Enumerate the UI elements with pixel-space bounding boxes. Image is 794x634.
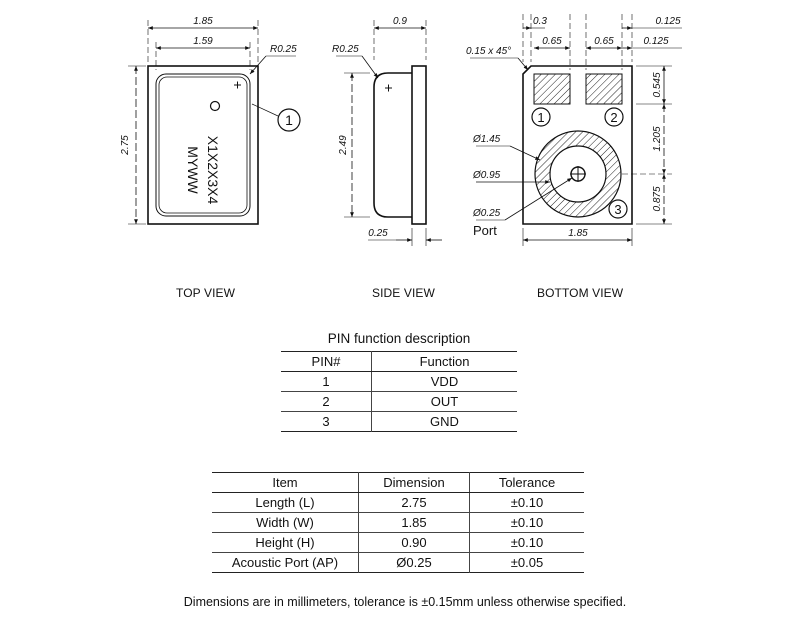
table-cell: VDD — [371, 371, 517, 392]
pin-1-callout — [531, 107, 551, 127]
top-view — [128, 20, 301, 225]
table-row: Height (H) 0.90 ±0.10 — [212, 532, 584, 553]
table-row: Length (L) 2.75 ±0.10 — [212, 492, 584, 513]
bottom-dim-edge-top: 0.125 — [655, 16, 680, 27]
side-view-body — [373, 72, 412, 218]
table-cell: 3 — [281, 411, 372, 432]
table-row: Width (W) 1.85 ±0.10 — [212, 512, 584, 533]
table-cell: ±0.10 — [469, 512, 584, 533]
table-cell: ±0.10 — [469, 532, 584, 553]
port-label: Port — [473, 223, 497, 238]
table-cell: GND — [430, 414, 459, 429]
side-dim-radius: R0.25 — [332, 44, 359, 55]
table-row: Acoustic Port (AP) Ø0.25 ±0.05 — [212, 552, 584, 573]
table-cell: Height (H) — [212, 532, 359, 553]
table-row: 2 OUT — [281, 391, 517, 412]
pin-2-label: 2 — [610, 110, 617, 125]
table-cell: Ø0.25 — [358, 552, 470, 573]
pad-2 — [585, 73, 623, 105]
bottom-dim-chamfer: 0.15 x 45° — [466, 46, 511, 57]
marking-line-1: MYWW — [185, 146, 201, 194]
bottom-dim-outer-ring: Ø1.45 — [472, 134, 501, 145]
table-cell: 0.90 — [358, 532, 470, 553]
top-dim-radius: R0.25 — [270, 44, 297, 55]
bottom-dim-inner-ring: Ø0.95 — [472, 170, 501, 181]
pad-1 — [533, 73, 571, 105]
bottom-dim-center-to-edge: 0.875 — [652, 186, 663, 211]
side-dim-body: 2.49 — [338, 135, 349, 156]
table-header-row: Item Dimension Tolerance — [212, 472, 584, 493]
mechanical-drawing: 1.85 1.59 R0.25 2.75 1 MYWW X1X2X3X4 0.9… — [120, 14, 682, 246]
table-row: 3 GND — [281, 411, 517, 432]
top-dim-width-outer: 1.85 — [193, 16, 213, 27]
bottom-dim-pad-height: 0.545 — [652, 72, 663, 97]
side-view — [336, 20, 442, 246]
top-dim-width-inner: 1.59 — [193, 36, 213, 47]
dimension-table: Item Dimension Tolerance Length (L) 2.75… — [212, 472, 584, 573]
table-cell: Length (L) — [212, 492, 359, 513]
table-header: Tolerance — [469, 472, 584, 493]
table-cell: Width (W) — [212, 512, 359, 533]
bottom-dim-ring-width: 1.85 — [568, 228, 588, 239]
bottom-dim-pad-to-center: 1.205 — [652, 126, 663, 151]
table-header: Item — [212, 472, 359, 493]
table-cell: 2.75 — [358, 492, 470, 513]
pin-1-label: 1 — [537, 110, 544, 125]
bottom-dim-edge-right: 0.125 — [643, 36, 668, 47]
top-view-lid — [155, 73, 251, 217]
bottom-view — [470, 14, 682, 246]
table-header: Dimension — [358, 472, 470, 493]
table-cell: 2 — [281, 391, 372, 412]
pin-3-label: 3 — [614, 202, 621, 217]
footnote: Dimensions are in millimeters, tolerance… — [183, 595, 627, 609]
device-marking: MYWW X1X2X3X4 — [185, 136, 221, 205]
table-cell: 1 — [281, 371, 372, 392]
table-cell: Acoustic Port (AP) — [212, 552, 359, 573]
side-view-title: SIDE VIEW — [372, 286, 435, 300]
table-cell: OUT — [371, 391, 517, 412]
side-dim-step: 0.25 — [368, 228, 388, 239]
table-header: PIN# — [281, 351, 372, 372]
callout-1-circle — [277, 108, 301, 132]
marking-line-2: X1X2X3X4 — [205, 136, 221, 205]
table-header-row: PIN# Function — [281, 351, 517, 372]
bottom-dim-port: Ø0.25 — [472, 208, 501, 219]
bottom-dim-gap-left: 0.65 — [542, 36, 562, 47]
bottom-dim-gap-right: 0.65 — [594, 36, 614, 47]
side-view-base — [411, 65, 427, 225]
callout-1-label: 1 — [285, 112, 293, 128]
bottom-view-title: BOTTOM VIEW — [537, 286, 624, 300]
pin-table-caption: PIN function description — [327, 331, 471, 346]
pin1-marker-circle — [209, 100, 221, 112]
top-view-title: TOP VIEW — [176, 286, 236, 300]
pin-function-table: PIN# Function 1 VDD 2 OUT 3 GND — [281, 351, 517, 432]
plus-marker-icon-side — [385, 84, 392, 92]
pin-2-callout — [604, 107, 624, 127]
table-row: 1 VDD — [281, 371, 517, 392]
bottom-dim-pad-width: 0.3 — [533, 16, 547, 27]
table-cell: ±0.10 — [469, 492, 584, 513]
pin-3-callout — [608, 199, 628, 219]
side-dim-height: 0.9 — [393, 16, 407, 27]
plus-marker-icon — [234, 81, 241, 89]
table-header: Function — [371, 351, 517, 372]
bottom-view-outline — [522, 65, 633, 225]
top-dim-length: 2.75 — [120, 135, 131, 156]
table-cell: 1.85 — [358, 512, 470, 533]
top-view-outline — [147, 65, 259, 225]
table-cell: ±0.05 — [510, 555, 544, 570]
